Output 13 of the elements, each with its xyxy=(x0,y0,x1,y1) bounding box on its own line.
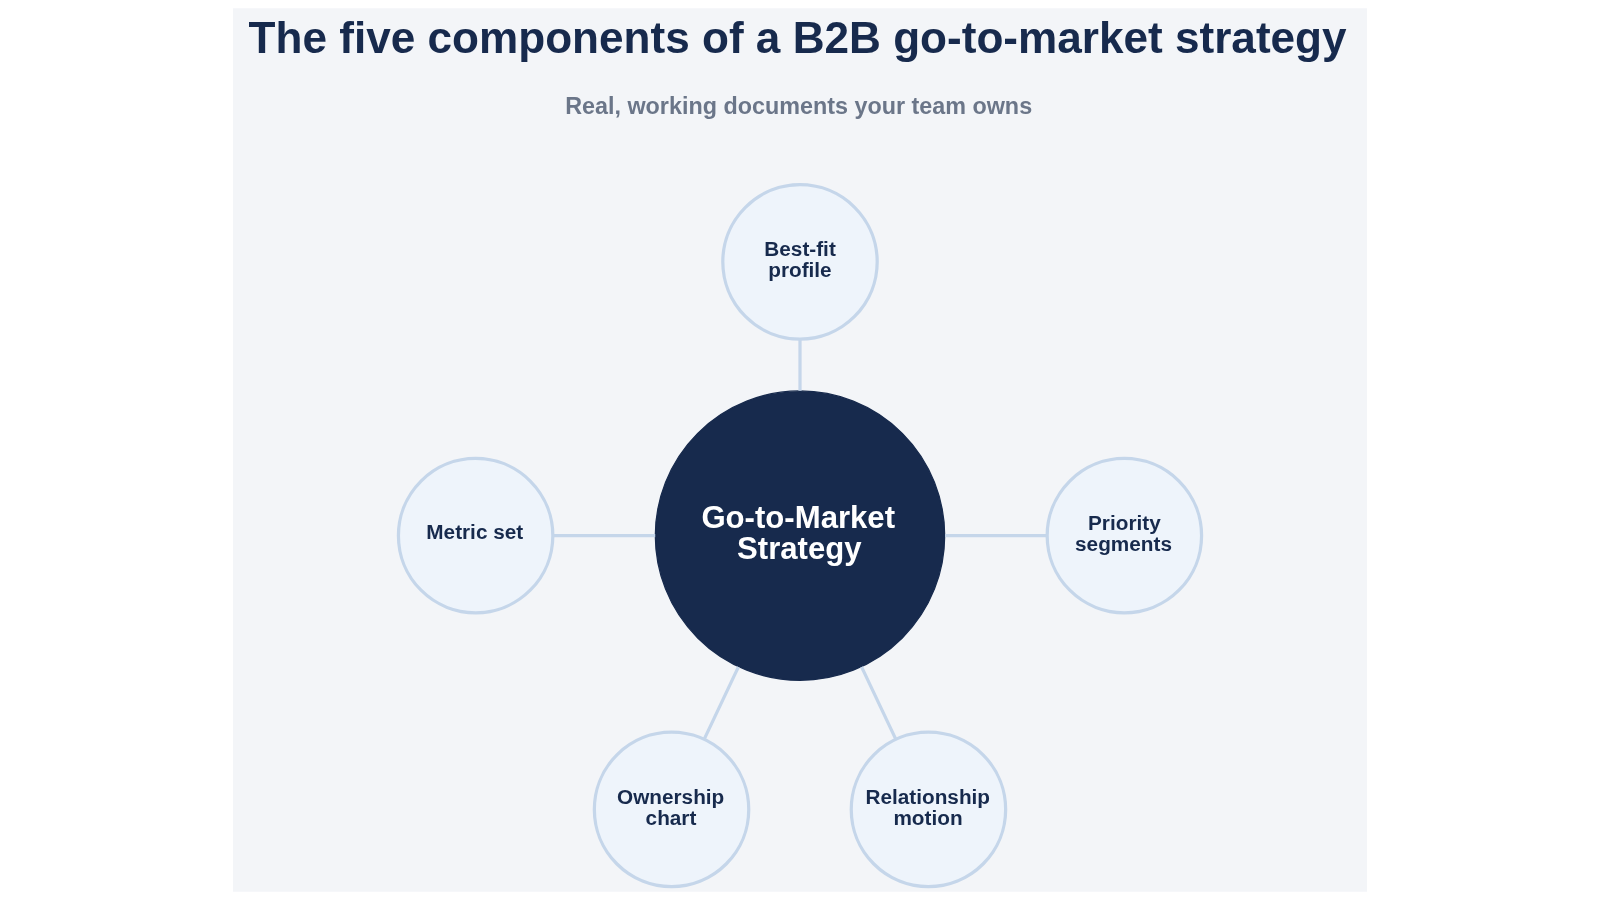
node-circle: Ownership chart xyxy=(592,730,751,889)
connector xyxy=(945,534,1047,538)
node-circle: Best-fit profile xyxy=(721,183,879,341)
node-circle: Metric set xyxy=(396,456,555,615)
connector xyxy=(702,666,740,741)
node-circle: Priority segments xyxy=(1045,456,1204,615)
node-circle: Relationship motion xyxy=(849,730,1008,889)
diagram-title: The five components of a B2B go-to-market strategy xyxy=(248,12,1347,62)
connector xyxy=(860,666,898,741)
connector xyxy=(552,534,656,538)
connector xyxy=(798,339,802,391)
label: Real, working documents your team owns xyxy=(565,92,1033,119)
node-circle: Go-to-Market Strategy xyxy=(654,390,946,681)
